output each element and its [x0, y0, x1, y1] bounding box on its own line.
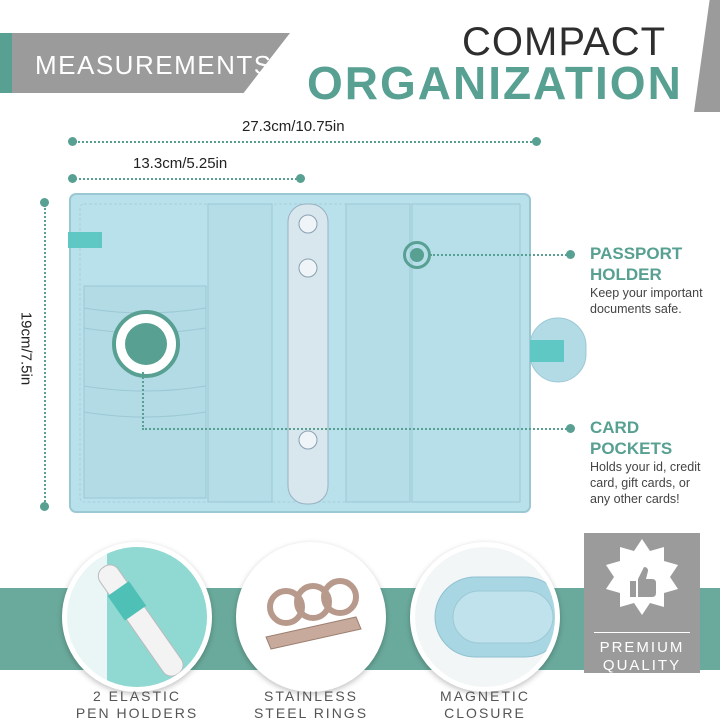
dim-end	[532, 137, 541, 146]
height-label: 19cm/7.5in	[17, 311, 35, 386]
thumbs-up-icon	[606, 539, 678, 615]
dim-end	[68, 174, 77, 183]
steel-rings-icon	[241, 547, 381, 687]
steel-rings-photo	[236, 542, 386, 692]
dim-end	[40, 198, 49, 207]
passport-title-1: PASSPORT	[590, 244, 683, 263]
leader-end	[566, 250, 575, 259]
dim-end	[68, 137, 77, 146]
card-title-2: POCKETS	[590, 439, 673, 458]
corner-accent	[694, 0, 720, 112]
magnetic-closure-photo	[410, 542, 560, 692]
pen-holder-icon	[67, 547, 207, 687]
feature-rings-line2: STEEL RINGS	[253, 705, 369, 721]
badge-line2: QUALITY	[602, 657, 682, 674]
feature-pen-line1: 2 ELASTIC	[92, 688, 182, 704]
dim-end	[40, 502, 49, 511]
card-title-1: CARD	[590, 418, 640, 437]
feature-magnetic-closure: MAGNETIC CLOSURE	[410, 688, 560, 722]
passport-marker	[403, 241, 431, 269]
passport-marker-dot	[410, 248, 424, 262]
full-width-line	[75, 141, 535, 143]
passport-desc-1: Keep your important	[590, 286, 703, 300]
feature-rings-line1: STAINLESS	[264, 688, 358, 704]
card-desc-3: any other cards!	[590, 492, 680, 506]
badge-line1: PREMIUM	[594, 632, 690, 657]
feature-steel-rings: STAINLESS STEEL RINGS	[236, 688, 386, 722]
half-width-label: 13.3cm/5.25in	[133, 155, 228, 172]
magnetic-closure-icon	[415, 547, 555, 687]
card-leader-v	[142, 372, 144, 427]
feature-closure-line2: CLOSURE	[444, 705, 526, 721]
passport-callout: PASSPORT HOLDER Keep your important docu…	[590, 243, 703, 317]
card-marker-dot	[125, 323, 167, 365]
card-callout: CARD POCKETS Holds your id, credit card,…	[590, 417, 700, 507]
title-compact: COMPACT	[462, 20, 667, 64]
half-width-line	[75, 178, 301, 180]
banner-accent-strip	[0, 33, 12, 93]
measurements-label: MEASUREMENTS	[35, 50, 273, 80]
pen-holder-photo	[62, 542, 212, 692]
premium-quality-badge: PREMIUM QUALITY	[584, 533, 700, 674]
dim-end	[296, 174, 305, 183]
leader-end	[566, 424, 575, 433]
binder-illustration	[68, 190, 588, 525]
title-organization: ORGANIZATION	[307, 57, 683, 109]
card-desc-1: Holds your id, credit	[590, 460, 701, 474]
feature-closure-line1: MAGNETIC	[440, 688, 530, 704]
feature-pen-holders: 2 ELASTIC PEN HOLDERS	[62, 688, 212, 722]
passport-title-2: HOLDER	[590, 265, 662, 284]
full-width-label: 27.3cm/10.75in	[242, 118, 345, 135]
card-desc-2: card, gift cards, or	[590, 476, 691, 490]
passport-desc-2: documents safe.	[590, 302, 682, 316]
passport-leader	[430, 254, 570, 256]
binder-svg	[68, 193, 587, 513]
card-leader-h	[142, 428, 570, 430]
feature-pen-line2: PEN HOLDERS	[75, 705, 199, 721]
height-line	[44, 205, 46, 505]
measurements-banner	[0, 33, 290, 93]
